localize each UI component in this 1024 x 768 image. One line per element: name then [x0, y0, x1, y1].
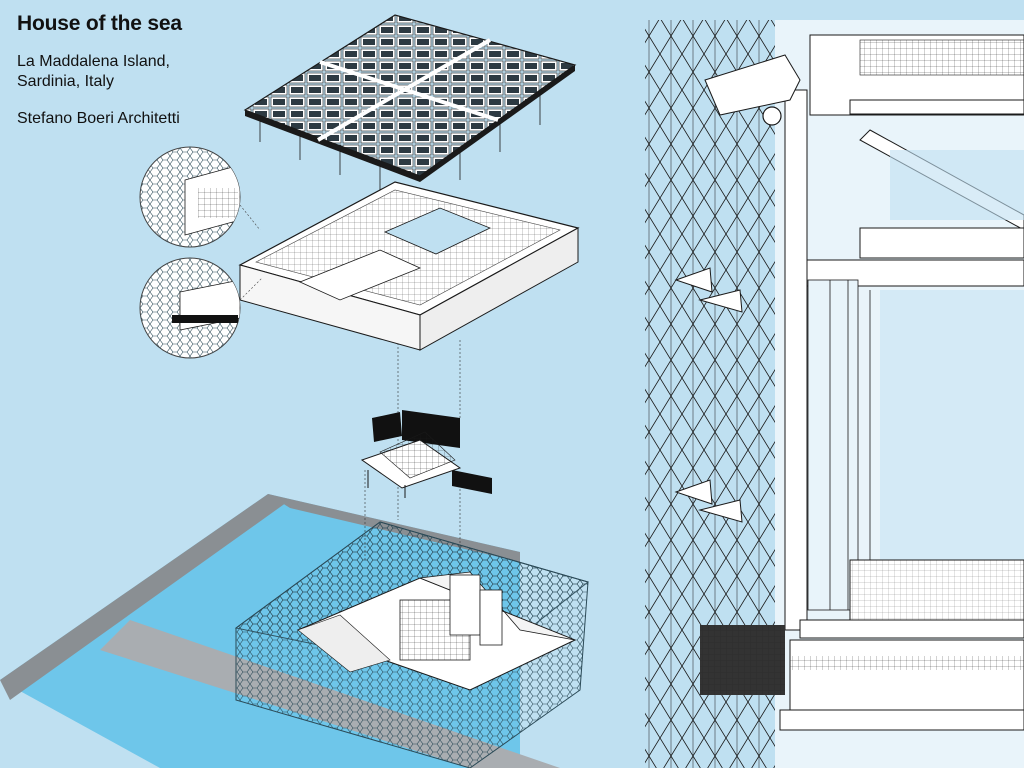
- circle-detail-icon: [139, 257, 263, 359]
- title-block: House of the sea La Maddalena Island, Sa…: [17, 12, 182, 128]
- location-line-2: Sardinia, Italy: [17, 73, 114, 90]
- ground-building-interior: [296, 571, 577, 691]
- architect-credit: Stefano Boeri Architetti: [17, 110, 180, 127]
- circle-detail-icon: [139, 146, 261, 248]
- upper-floor-plate: [238, 181, 580, 351]
- location-line-1: La Maddalena Island,: [17, 53, 170, 70]
- facade-section-detail: [645, 20, 1024, 768]
- roof-canopy: [243, 14, 577, 190]
- page-title: House of the sea: [17, 12, 182, 35]
- exploded-deck-element: [360, 410, 492, 498]
